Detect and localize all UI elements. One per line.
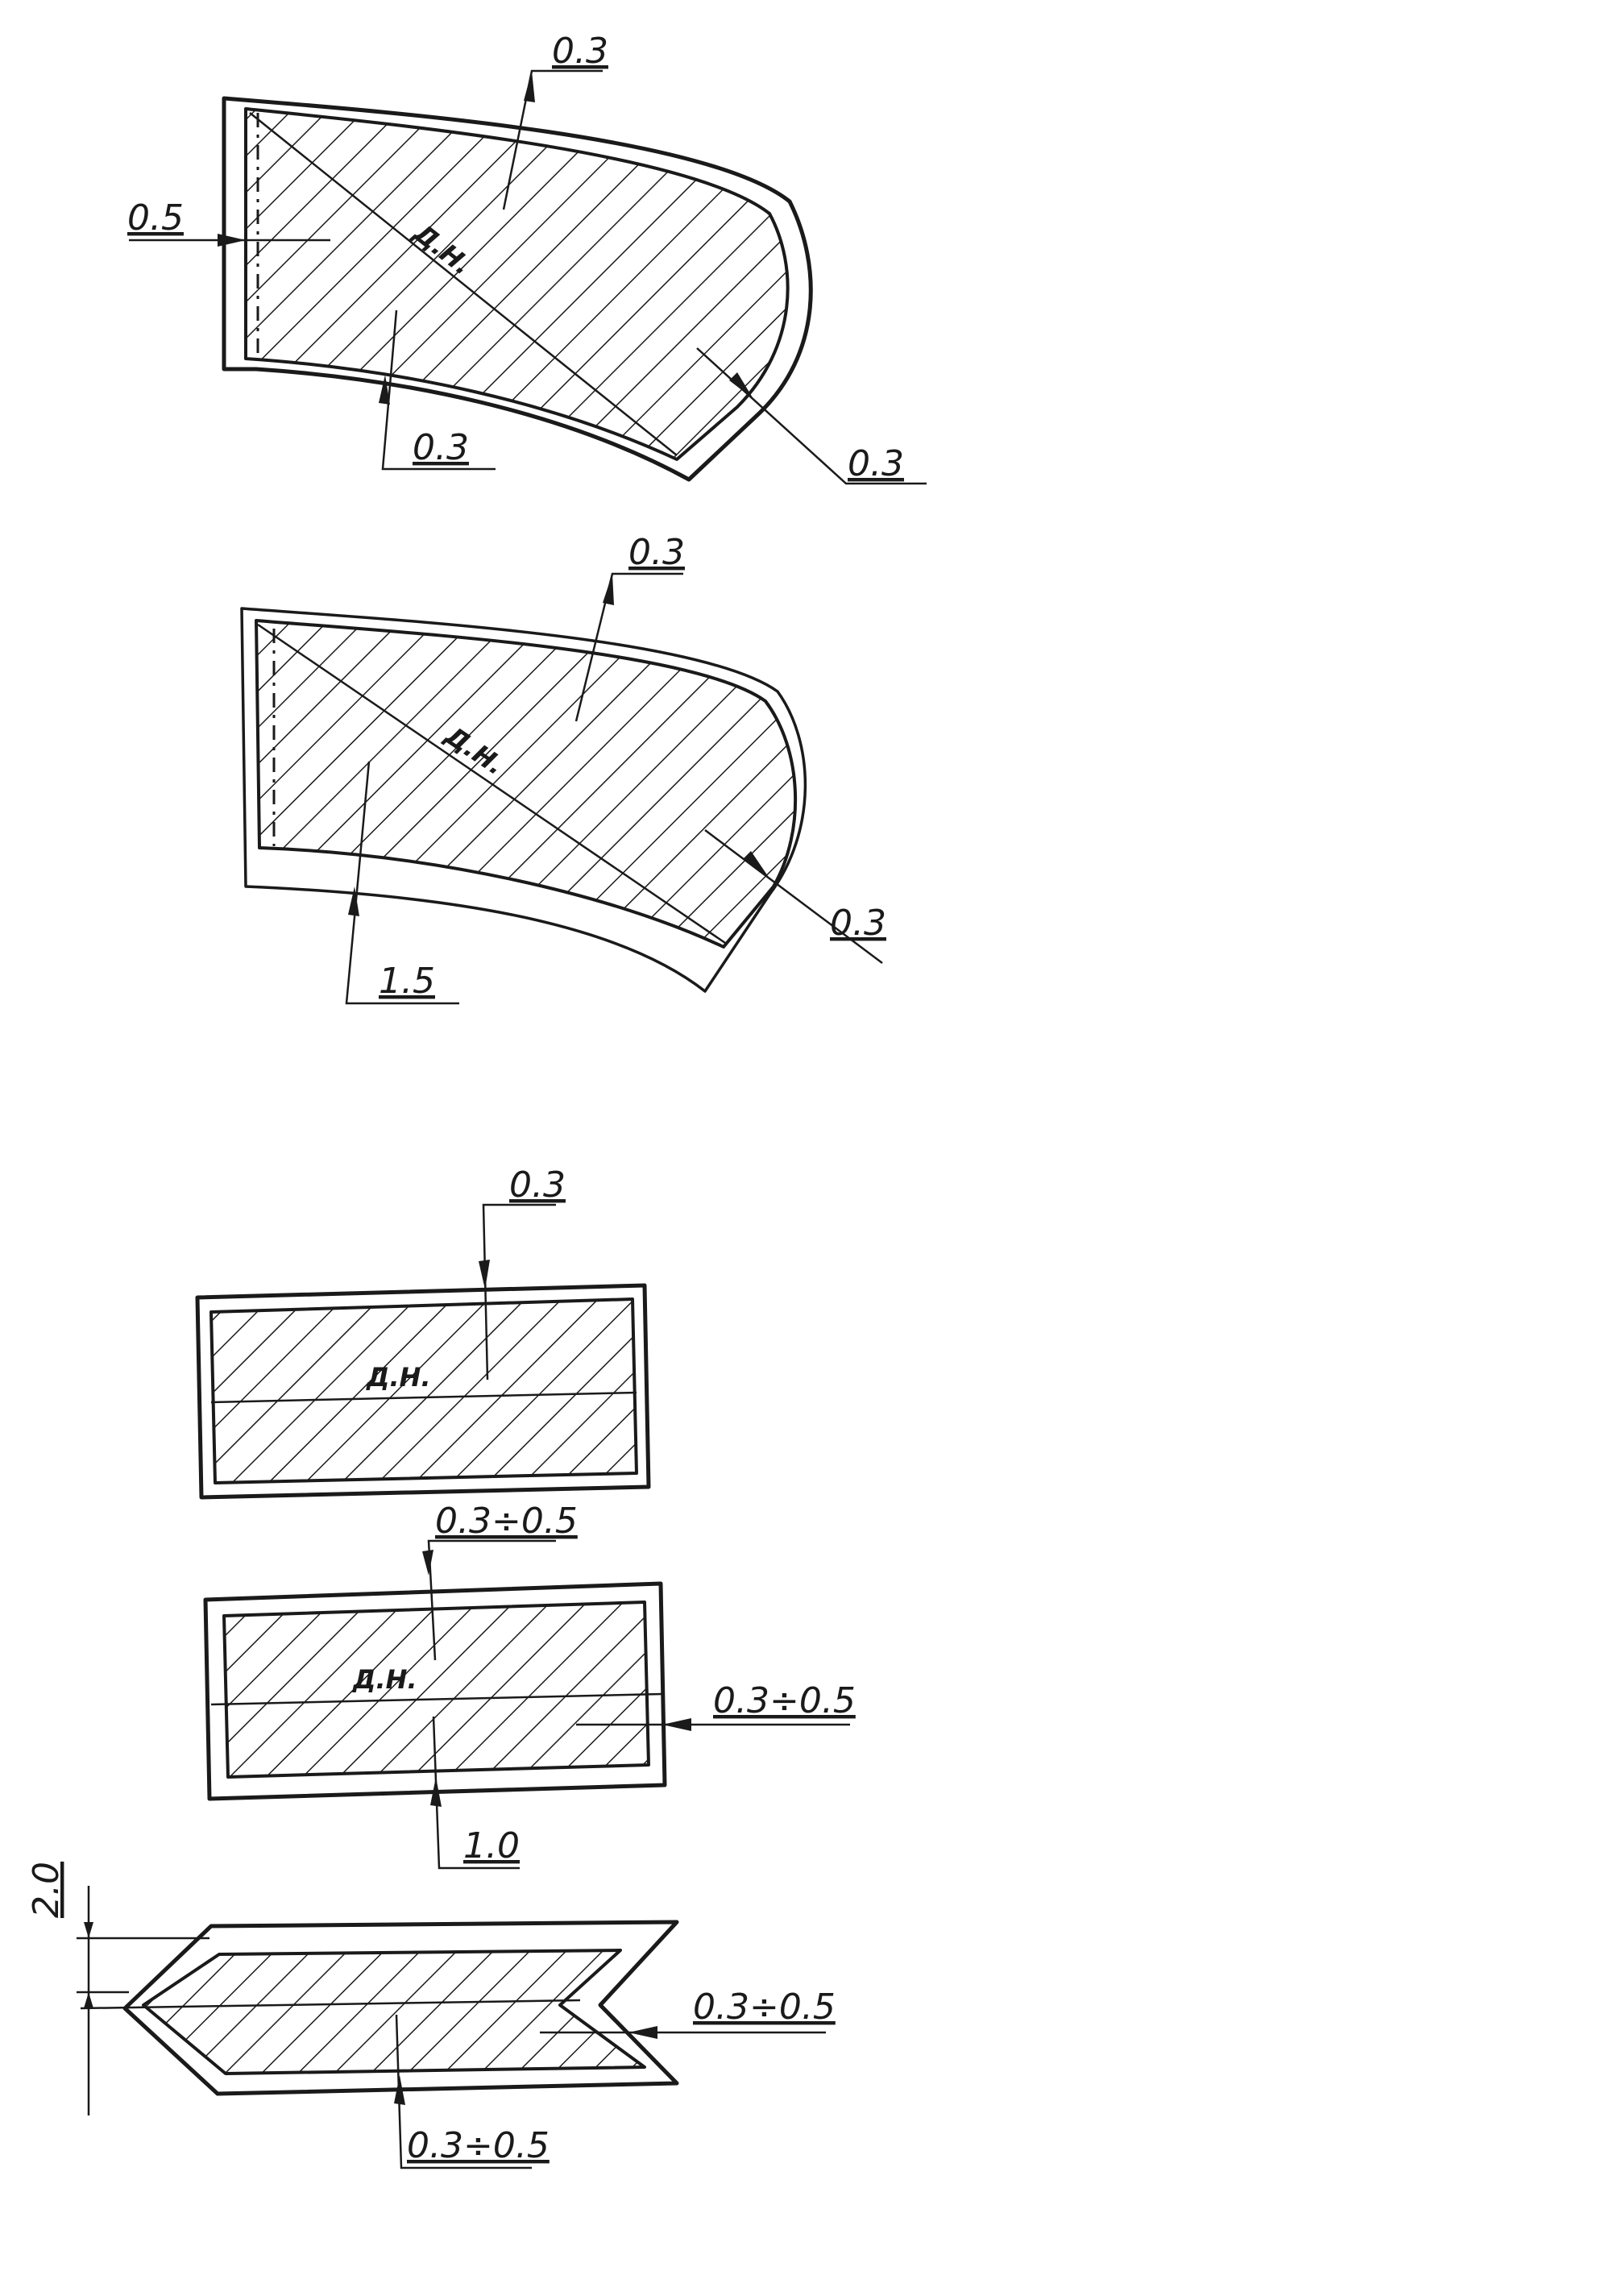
figure-5-dim-right-label: 0.3÷0.5 xyxy=(693,1987,836,2028)
figure-2-curved-blade: Д.Н. 0.3 1.5 0.3 xyxy=(240,532,886,1005)
figure-3-part-mark: Д.Н. xyxy=(366,1362,431,1393)
figure-2-axis-line xyxy=(257,623,726,945)
figure-4-dim-right: 0.3÷0.5 xyxy=(576,1680,856,1731)
figure-3-dim-top-label: 0.3 xyxy=(509,1165,566,1206)
figure-5-outer-contour xyxy=(122,1920,679,2096)
figure-5-axis-line xyxy=(80,1999,581,2010)
figure-5-dim-bottom-label: 0.3÷0.5 xyxy=(407,2125,550,2166)
figure-4-dim-bottom-label: 1.0 xyxy=(463,1825,520,1866)
figure-3-rectangular-plate: Д.Н. 0.3 xyxy=(195,1165,651,1500)
figure-1-dim-top: 0.3 xyxy=(502,31,608,210)
figure-4-hatched-section xyxy=(222,1601,650,1779)
figure-1-dim-right-label: 0.3 xyxy=(848,443,904,484)
figure-2-dim-right: 0.3 xyxy=(704,829,886,964)
figure-2-outer-contour xyxy=(240,607,807,993)
figure-2-hatched-section xyxy=(255,619,798,949)
figure-4-rectangular-plate: Д.Н. 0.3÷0.5 0.3÷0.5 1.0 xyxy=(203,1501,856,1870)
figure-4-dim-bottom: 1.0 xyxy=(430,1716,520,1870)
figure-1-curved-blade: Д.Н. 0.3 0.5 0.3 0.3 xyxy=(127,31,927,485)
figure-3-dim-top: 0.3 xyxy=(479,1165,566,1381)
figure-3-axis-line xyxy=(210,1391,637,1404)
figure-3-hatched-section xyxy=(209,1297,638,1484)
figure-4-dim-top: 0.3÷0.5 xyxy=(422,1501,578,1661)
figure-1-dim-bottom-label: 0.3 xyxy=(413,427,469,468)
figure-1-dim-right: 0.3 xyxy=(696,347,927,485)
figure-1-axis-line xyxy=(249,112,678,456)
figure-1-dim-top-label: 0.3 xyxy=(552,31,608,72)
figure-2-dim-top: 0.3 xyxy=(574,532,685,722)
figure-4-dim-right-label: 0.3÷0.5 xyxy=(713,1680,856,1721)
figure-4-part-mark: Д.Н. xyxy=(352,1664,417,1695)
figure-3-outer-contour xyxy=(195,1283,651,1500)
figure-5-dim-right: 0.3÷0.5 xyxy=(540,1987,836,2039)
figure-4-outer-contour xyxy=(203,1581,667,1801)
figure-1-dim-left: 0.5 xyxy=(127,197,330,247)
figure-5-chevron-plate: 2.0 0.3÷0.5 0.3÷0.5 xyxy=(26,1862,836,2169)
figure-1-dim-bottom: 0.3 xyxy=(379,309,496,471)
figure-1-dim-left-label: 0.5 xyxy=(127,197,184,239)
figure-5-dim-left-label: 2.0 xyxy=(26,1862,67,1918)
figure-2-dim-bottom: 1.5 xyxy=(345,761,459,1005)
figure-4-axis-line xyxy=(210,1692,663,1706)
figure-2-dim-top-label: 0.3 xyxy=(628,532,685,573)
figure-2-dim-bottom-label: 1.5 xyxy=(379,961,435,1002)
figure-2-dim-right-label: 0.3 xyxy=(830,903,886,944)
figure-4-dim-top-label: 0.3÷0.5 xyxy=(435,1501,578,1542)
figure-5-dim-left: 2.0 xyxy=(26,1862,93,2115)
figure-1-hatched-section xyxy=(244,107,790,461)
figure-5-dim-bottom: 0.3÷0.5 xyxy=(394,2014,550,2169)
figure-1-outer-contour xyxy=(222,96,813,482)
figure-5-hatched-section xyxy=(142,1949,646,2075)
